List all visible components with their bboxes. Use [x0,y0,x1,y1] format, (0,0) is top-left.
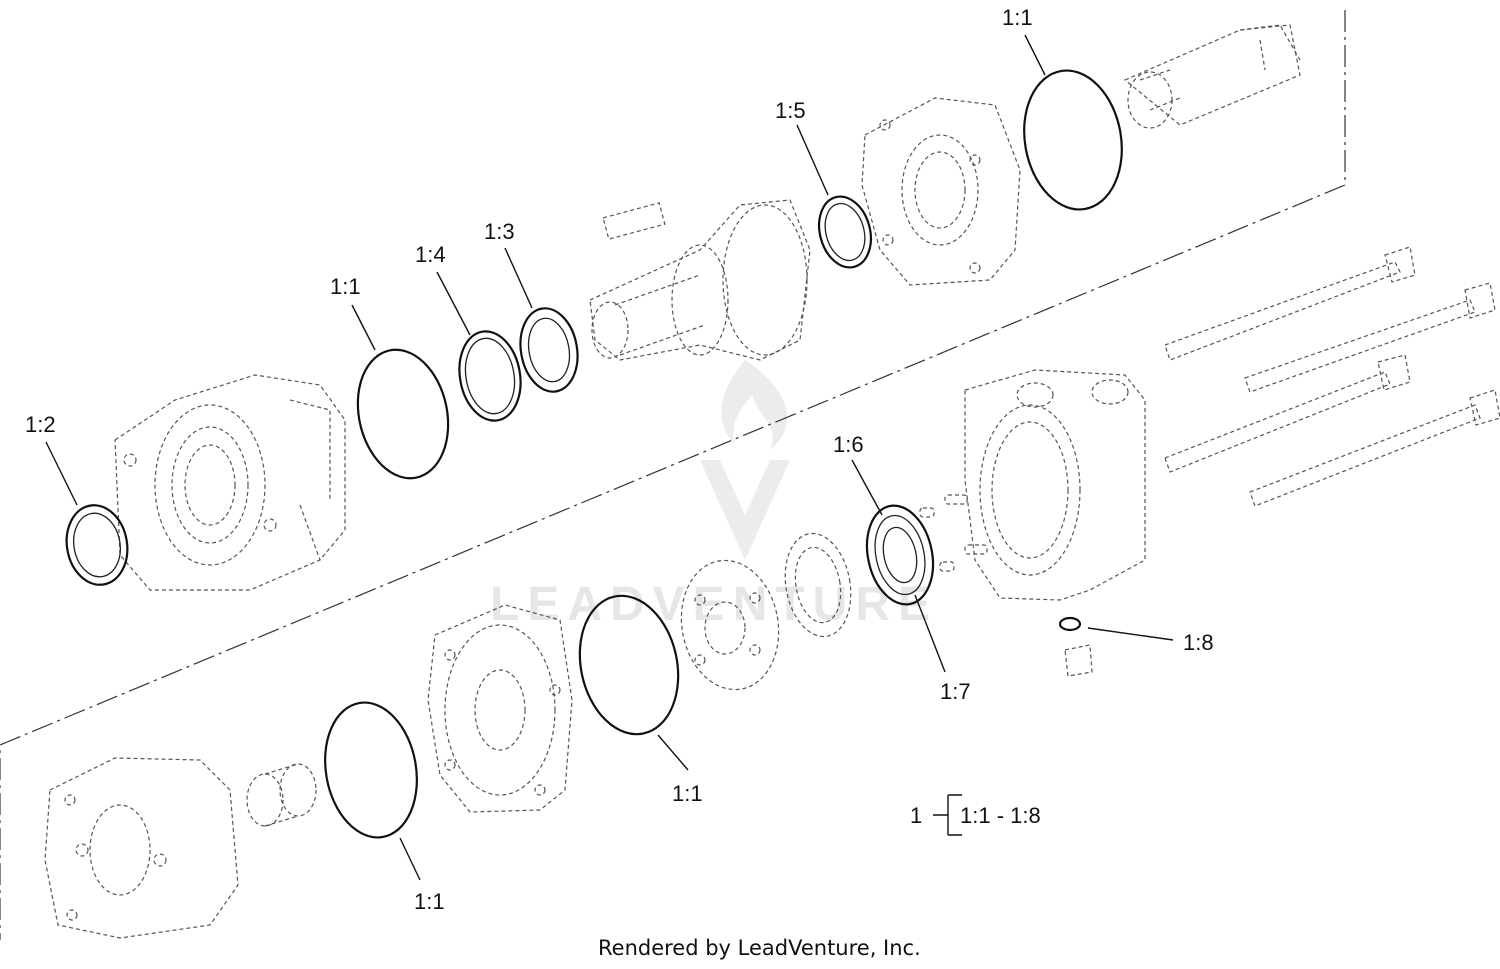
bolt-1 [1164,246,1416,361]
kit-legend: 1 1:1 - 1:8 [910,794,1041,836]
seal-13 [519,307,579,393]
bolts [1164,246,1500,507]
oring-top [1023,69,1123,211]
callout-oring-18: 1:8 [1183,630,1214,655]
callout-seal-15: 1:5 [775,98,806,123]
valve-body-housing [964,369,1146,601]
v-logo-icon [700,460,790,560]
drive-shaft-assembly [589,199,811,361]
callout-seal-12: 1:2 [25,412,56,437]
leadventure-watermark: LEADVENTURE [490,360,938,631]
seal-16-17 [865,504,935,606]
seal-12 [65,504,129,586]
leader-lines [45,34,1174,881]
plug-18 [1058,616,1093,677]
bolt-4 [1249,389,1500,507]
callout-oring-left: 1:1 [330,274,361,299]
callout-oring-top: 1:1 [1002,5,1033,30]
alignment-chain-line [0,10,1346,940]
flange-plate-lower [427,604,573,813]
end-cover [44,757,239,939]
kit-legend-range: 1:1 - 1:8 [960,803,1041,828]
footer-credit: Rendered by LeadVenture, Inc. [598,936,921,960]
callout-washer-14: 1:4 [415,242,446,267]
rotor-set [680,559,780,691]
callout-oring-mid: 1:1 [672,781,703,806]
bolt-2 [1244,282,1496,393]
oring-left [356,348,450,480]
kit-legend-assembly: 1 [910,803,922,828]
flange-plate-top [861,97,1021,286]
washer-14 [458,330,522,422]
watermark-text: LEADVENTURE [490,578,938,631]
callout-seal-16: 1:6 [833,432,864,457]
callout-seal-17: 1:7 [940,679,971,704]
oring-mid [578,594,680,736]
callout-oring-bottom: 1:1 [414,889,445,914]
left-housing [114,374,346,591]
callout-seal-13: 1:3 [484,219,515,244]
bolt-3 [1164,354,1411,473]
bearing [784,532,852,638]
flame-logo-icon [721,360,788,450]
seal-15 [818,195,872,269]
spline-shaft [1123,24,1301,129]
check-pins [919,494,988,572]
spline-coupler [246,763,317,827]
oring-bottom [324,701,418,839]
